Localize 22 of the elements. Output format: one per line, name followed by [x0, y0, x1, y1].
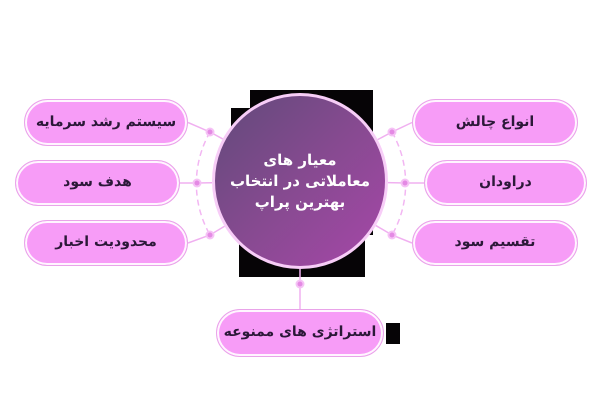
topic-pill: [412, 220, 578, 266]
node-label: هدف سود: [63, 173, 132, 192]
connector-line: [388, 182, 424, 184]
connector-line: [188, 226, 225, 244]
node-label: انواع چالش: [456, 112, 534, 132]
topic-pill: [412, 99, 578, 146]
connector-line: [299, 269, 301, 309]
connector-line: [376, 224, 412, 244]
topic-pill: [216, 309, 384, 357]
node-label: تقسیم سود: [454, 233, 536, 252]
node-label: محدودیت اخبار: [55, 233, 157, 252]
node-label: دراودان: [479, 173, 532, 192]
topic-pill: [24, 220, 188, 266]
topic-pill: [424, 160, 587, 206]
topic-pill: [24, 99, 188, 146]
connector-line: [377, 122, 412, 140]
node-label: سیستم رشد سرمایه: [36, 112, 176, 132]
node-label: معیار های معاملاتی در انتخاب بهترین پراپ: [228, 150, 372, 212]
connector-line: [188, 122, 224, 140]
connector-line: [180, 182, 212, 184]
node-label: استراتژی های ممنوعه: [224, 323, 376, 342]
topic-pill: [15, 160, 180, 206]
